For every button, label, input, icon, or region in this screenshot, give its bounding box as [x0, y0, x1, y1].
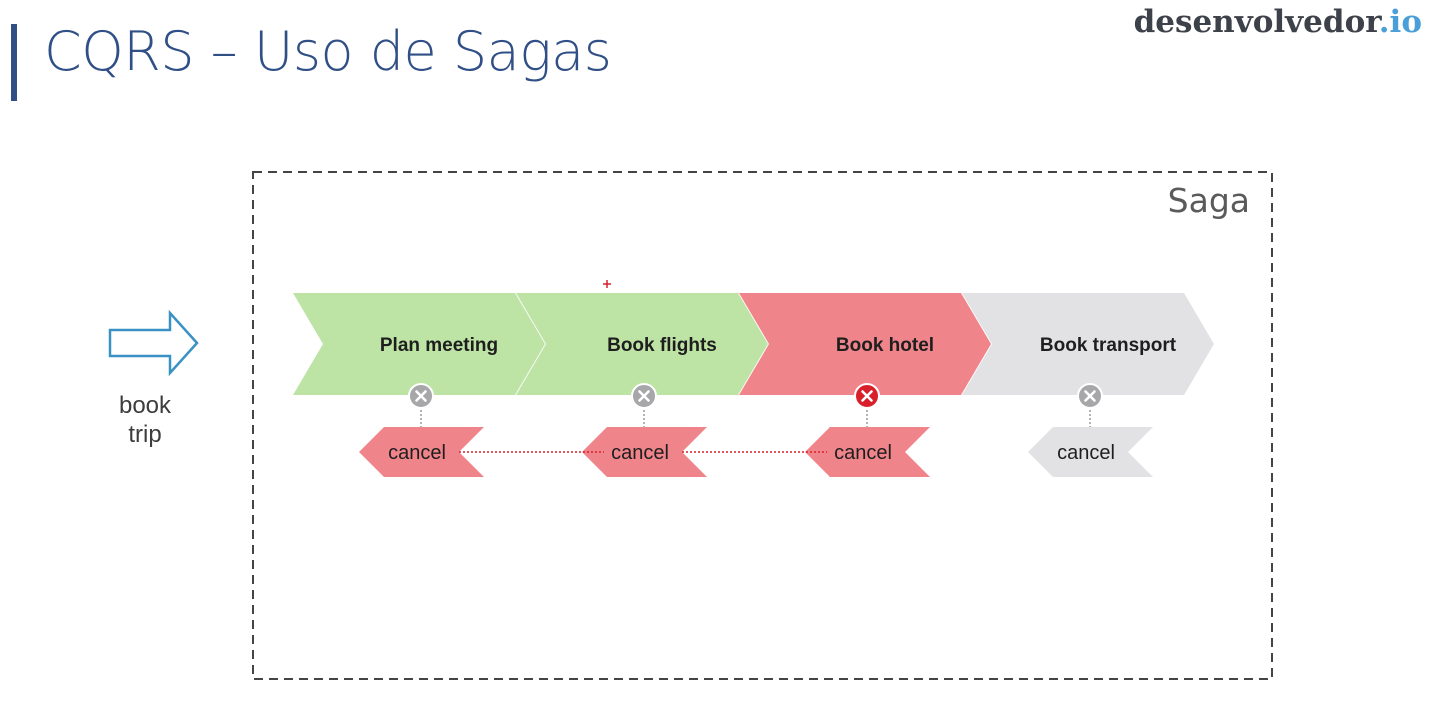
cancel-chevron-0: [359, 427, 484, 477]
cancel-chevron-2: [805, 427, 930, 477]
logo-tld-text: .io: [1378, 4, 1422, 40]
cancel-chevron-3: [1028, 427, 1153, 477]
page-title: CQRS – Uso de Sagas: [44, 20, 612, 83]
status-x-glyph-2: [861, 390, 873, 402]
status-x-glyph-1: [638, 390, 650, 402]
title-accent-bar: [11, 24, 17, 101]
logo-main-text: desenvolvedor: [1133, 4, 1379, 40]
step-chevron-2: [739, 293, 991, 395]
cancel-label-3: cancel: [1057, 442, 1115, 464]
cursor-marker-icon: [603, 280, 611, 288]
step-label-3: Book transport: [1040, 335, 1177, 356]
cancel-label-2: cancel: [834, 442, 892, 464]
status-x-glyph-0: [415, 390, 427, 402]
trigger-label-line1: book: [119, 392, 172, 419]
step-chevron-0: [293, 293, 545, 395]
saga-steps: Plan meeting cancel Book flights cancel Book…: [293, 293, 1214, 477]
saga-boundary: [252, 171, 1273, 680]
step-label-2: Book hotel: [836, 335, 934, 356]
cancel-chevron-1: [582, 427, 707, 477]
step-chevron-1: [516, 293, 768, 395]
step-label-1: Book flights: [607, 335, 717, 356]
cancel-label-1: cancel: [611, 442, 669, 464]
trigger-label-line2: trip: [128, 421, 161, 448]
brand-logo: desenvolvedor.io: [1134, 2, 1422, 42]
cancel-label-0: cancel: [388, 442, 446, 464]
saga-label: Saga: [1168, 181, 1250, 220]
trigger-arrow-icon: [108, 309, 199, 377]
step-chevron-3: [962, 293, 1214, 395]
status-x-glyph-3: [1084, 390, 1096, 402]
step-label-0: Plan meeting: [380, 335, 498, 356]
